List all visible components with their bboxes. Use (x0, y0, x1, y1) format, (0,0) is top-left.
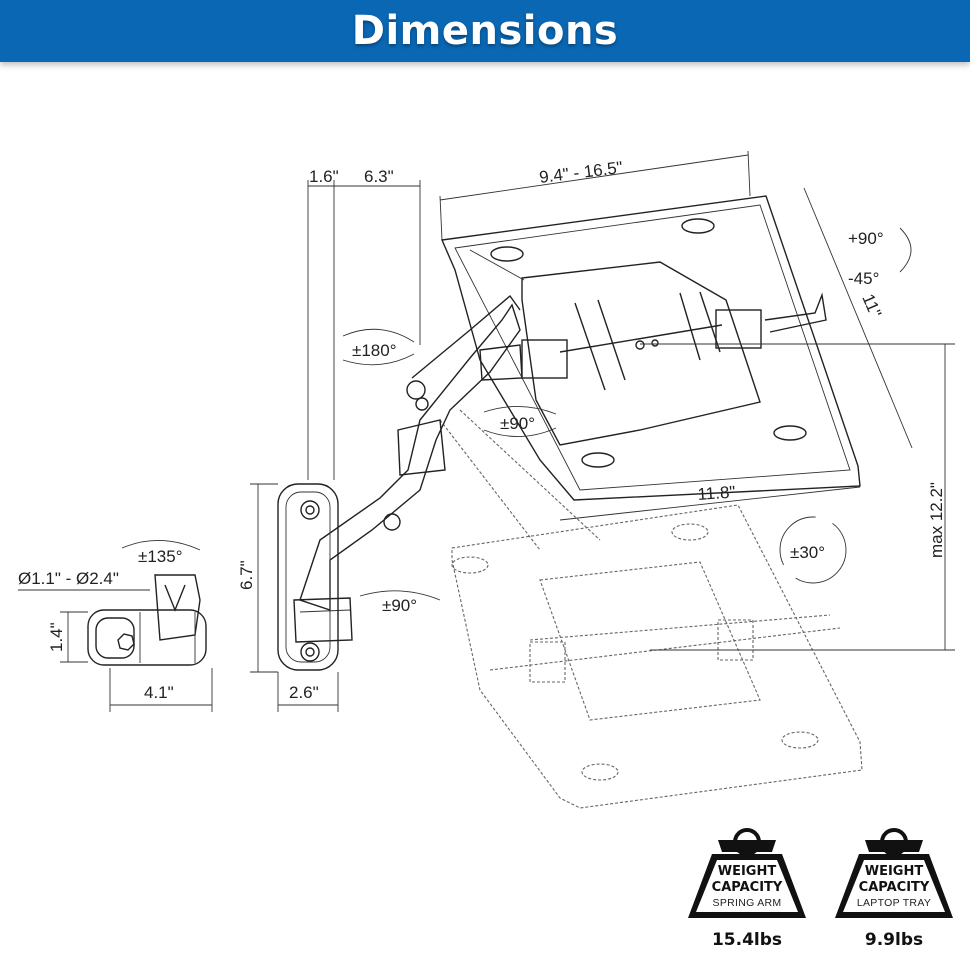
ghost-tray-outline (439, 409, 863, 809)
badge-title-line2: CAPACITY (712, 880, 783, 895)
badge-weight: 9.9lbs (865, 930, 923, 950)
laptop-tray-drawing (440, 195, 861, 501)
weight-badge-spring-arm: WEIGHT CAPACITY SPRING ARM 15.4lbs (688, 828, 806, 950)
pole-clamp-drawing (87, 574, 207, 666)
rotation-arrows (121, 227, 912, 601)
rot-swivel-180: ±180° (352, 341, 397, 360)
dim-max-height: max 12.2" (927, 482, 946, 558)
rot-tray-30: ±30° (790, 543, 825, 562)
rot-base-90: ±90° (382, 596, 417, 615)
dim-tray-width: 9.4" - 16.5" (538, 158, 624, 187)
rot-clamp-135: ±135° (138, 547, 183, 566)
badge-weight: 15.4lbs (712, 930, 782, 950)
dim-clamp-width: 4.1" (144, 683, 174, 702)
header-banner: Dimensions (0, 0, 970, 62)
dim-arm-offset: 1.6" (309, 167, 339, 186)
dim-plate-width: 2.6" (289, 683, 319, 702)
badge-title-line2: CAPACITY (859, 880, 930, 895)
dimension-lines (18, 150, 955, 712)
wall-plate-drawing (277, 483, 339, 671)
dim-arm-length: 6.3" (364, 167, 394, 186)
spring-arm-drawing (293, 294, 521, 643)
badge-title-line1: WEIGHT (865, 864, 924, 879)
dim-tray-base: 11.8" (697, 482, 736, 504)
rot-swivel-arm: ±90° (500, 414, 535, 433)
dim-clamp-height: 1.4" (47, 622, 66, 652)
badge-subtitle: LAPTOP TRAY (857, 897, 931, 909)
badge-title-line1: WEIGHT (718, 864, 777, 879)
dim-clamp-diameter: Ø1.1" - Ø2.4" (18, 569, 119, 588)
dim-plate-height: 6.7" (237, 560, 256, 590)
rot-tilt-down: -45° (848, 269, 879, 288)
badge-subtitle: SPRING ARM (713, 897, 782, 909)
weight-badge-laptop-tray: WEIGHT CAPACITY LAPTOP TRAY 9.9lbs (835, 828, 953, 950)
dim-tray-depth: 11" (858, 291, 885, 320)
rot-tilt-up: +90° (848, 229, 884, 248)
page-title: Dimensions (351, 8, 619, 54)
